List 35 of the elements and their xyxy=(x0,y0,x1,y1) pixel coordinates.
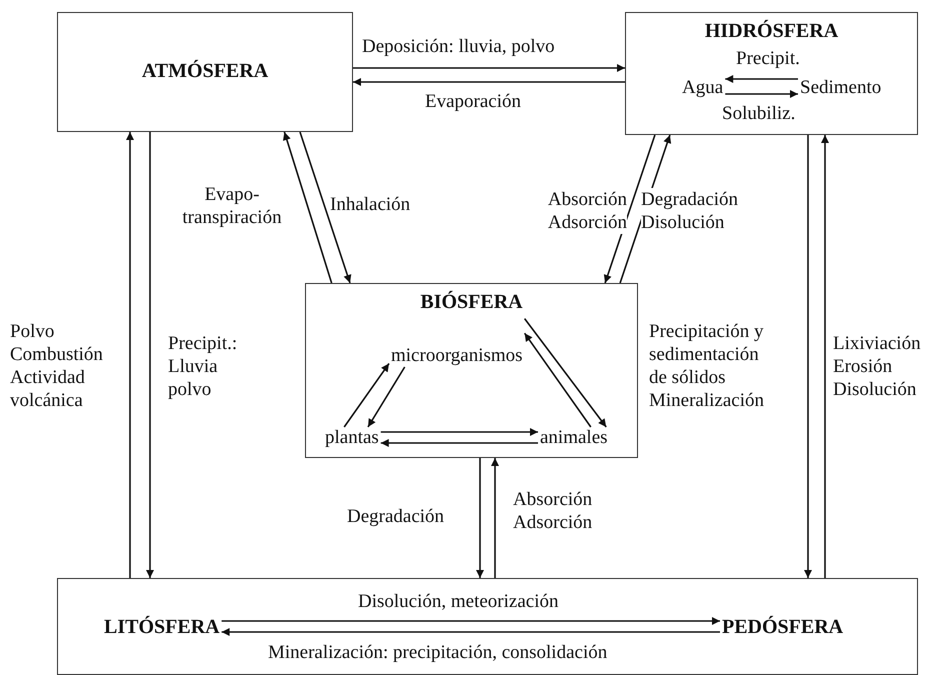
arrow xyxy=(299,132,352,284)
arrow xyxy=(282,132,332,284)
node-label: Sedimento xyxy=(798,77,884,99)
region-box xyxy=(305,283,638,458)
arrow xyxy=(821,135,829,578)
arrow xyxy=(380,439,538,447)
arrow xyxy=(222,617,720,625)
arrow xyxy=(491,458,499,578)
node-label: plantas xyxy=(323,427,381,449)
node-label: PEDÓSFERA xyxy=(720,616,846,638)
arrow xyxy=(804,135,812,578)
arrow xyxy=(353,64,625,72)
arrow xyxy=(380,428,538,436)
box-title: BIÓSFERA xyxy=(419,290,524,314)
box-title: ATMÓSFERA xyxy=(140,59,270,83)
arrow xyxy=(524,318,607,428)
arrow xyxy=(604,134,656,284)
region-box xyxy=(57,578,918,675)
arrow xyxy=(126,132,134,578)
node-label: microorganismos xyxy=(389,345,525,367)
arrow xyxy=(367,366,406,428)
node-label: Agua xyxy=(680,77,726,99)
region-box xyxy=(57,12,353,132)
region-box xyxy=(625,12,918,135)
node-label: LITÓSFERA xyxy=(102,616,222,638)
arrow xyxy=(344,363,390,428)
arrow xyxy=(222,628,720,636)
box-title: HIDRÓSFERA xyxy=(704,19,840,43)
arrow xyxy=(524,332,592,428)
arrow xyxy=(146,132,154,578)
arrow xyxy=(476,458,484,578)
arrow xyxy=(725,90,798,98)
arrow xyxy=(353,78,625,86)
node-label: animales xyxy=(538,427,610,449)
arrow xyxy=(725,75,798,83)
